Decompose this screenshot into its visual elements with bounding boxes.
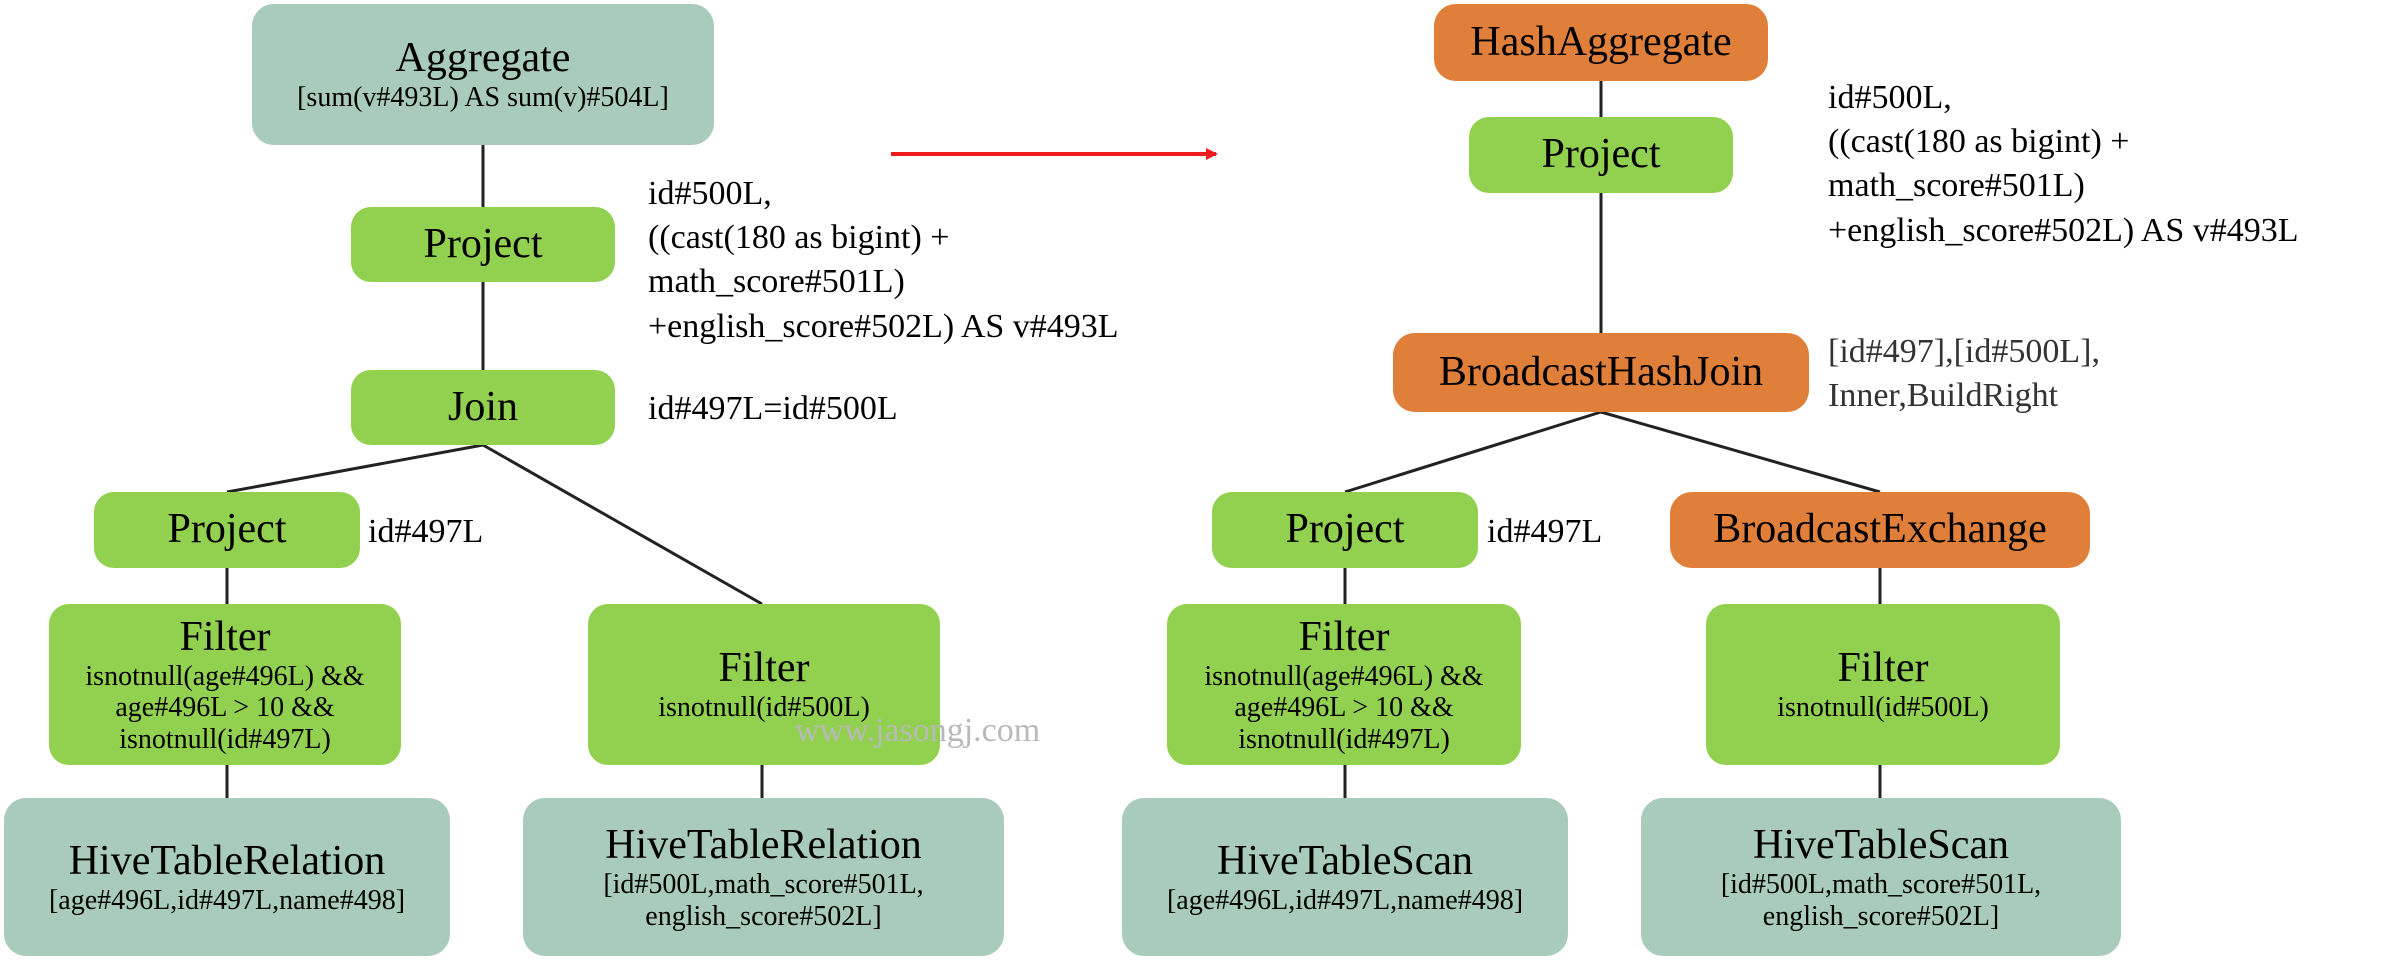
watermark: www.jasongj.com <box>795 712 1041 749</box>
broadcast-exchange-node: BroadcastExchange <box>1670 492 2090 568</box>
project-left-title: Project <box>167 506 287 553</box>
scan-left-node: HiveTableScan [age#496L,id#497L,name#498… <box>1122 798 1568 956</box>
filter-right-title: Filter <box>718 645 810 692</box>
relation-right-title: HiveTableRelation <box>605 822 922 869</box>
edge-join-filter-right <box>482 443 763 606</box>
join-node: Join <box>351 370 615 445</box>
relation-left-title: HiveTableRelation <box>68 837 386 884</box>
project-left-note: id#497L <box>368 513 484 550</box>
project-top-note: id#500L, ((cast(180 as bigint) + math_sc… <box>648 175 1119 345</box>
broadcast-exchange-title: BroadcastExchange <box>1713 506 2047 553</box>
filter-left-node: Filter isnotnull(age#496L) && age#496L >… <box>49 604 401 765</box>
project-left-title-r: Project <box>1285 506 1405 553</box>
aggregate-sub: [sum(v#493L) AS sum(v)#504L] <box>297 82 669 114</box>
project-top-title: Project <box>423 220 543 267</box>
project-left-note-r: id#497L <box>1487 513 1603 550</box>
edge-bhj-exchange <box>1600 410 1881 494</box>
relation-right-node: HiveTableRelation [id#500L,math_score#50… <box>523 798 1004 956</box>
project-top-node-r: Project <box>1469 117 1733 193</box>
project-left-node-r: Project <box>1212 492 1478 568</box>
project-left-node: Project <box>94 492 360 568</box>
filter-right-title-r: Filter <box>1837 645 1929 692</box>
broadcast-hash-join-title: BroadcastHashJoin <box>1438 348 1764 395</box>
join-note: id#497L=id#500L <box>648 390 898 427</box>
project-top-title-r: Project <box>1541 131 1661 178</box>
scan-left-title: HiveTableScan <box>1217 837 1473 884</box>
join-title: Join <box>447 383 518 430</box>
filter-left-title: Filter <box>179 613 271 660</box>
relation-left-node: HiveTableRelation [age#496L,id#497L,name… <box>4 798 450 956</box>
scan-right-node: HiveTableScan [id#500L,math_score#501L, … <box>1641 798 2121 956</box>
project-top-node: Project <box>351 207 615 282</box>
edge-join-project-left <box>226 443 484 494</box>
hash-aggregate-node: HashAggregate <box>1434 4 1768 81</box>
aggregate-node: Aggregate [sum(v#493L) AS sum(v)#504L] <box>252 4 714 145</box>
edge-bhj-project-left <box>1344 410 1602 494</box>
filter-left-title-r: Filter <box>1298 613 1390 660</box>
filter-left-node-r: Filter isnotnull(age#496L) && age#496L >… <box>1167 604 1521 765</box>
scan-right-title: HiveTableScan <box>1753 822 2009 869</box>
aggregate-title: Aggregate <box>395 35 571 82</box>
broadcast-hash-join-note: [id#497],[id#500L], Inner,BuildRight <box>1828 333 2100 415</box>
hash-aggregate-title: HashAggregate <box>1470 18 1732 65</box>
filter-right-node-r: Filter isnotnull(id#500L) <box>1706 604 2060 765</box>
broadcast-hash-join-node: BroadcastHashJoin <box>1393 333 1809 412</box>
filter-right-node: Filter isnotnull(id#500L) <box>588 604 940 765</box>
project-top-note-r: id#500L, ((cast(180 as bigint) + math_sc… <box>1828 79 2299 249</box>
